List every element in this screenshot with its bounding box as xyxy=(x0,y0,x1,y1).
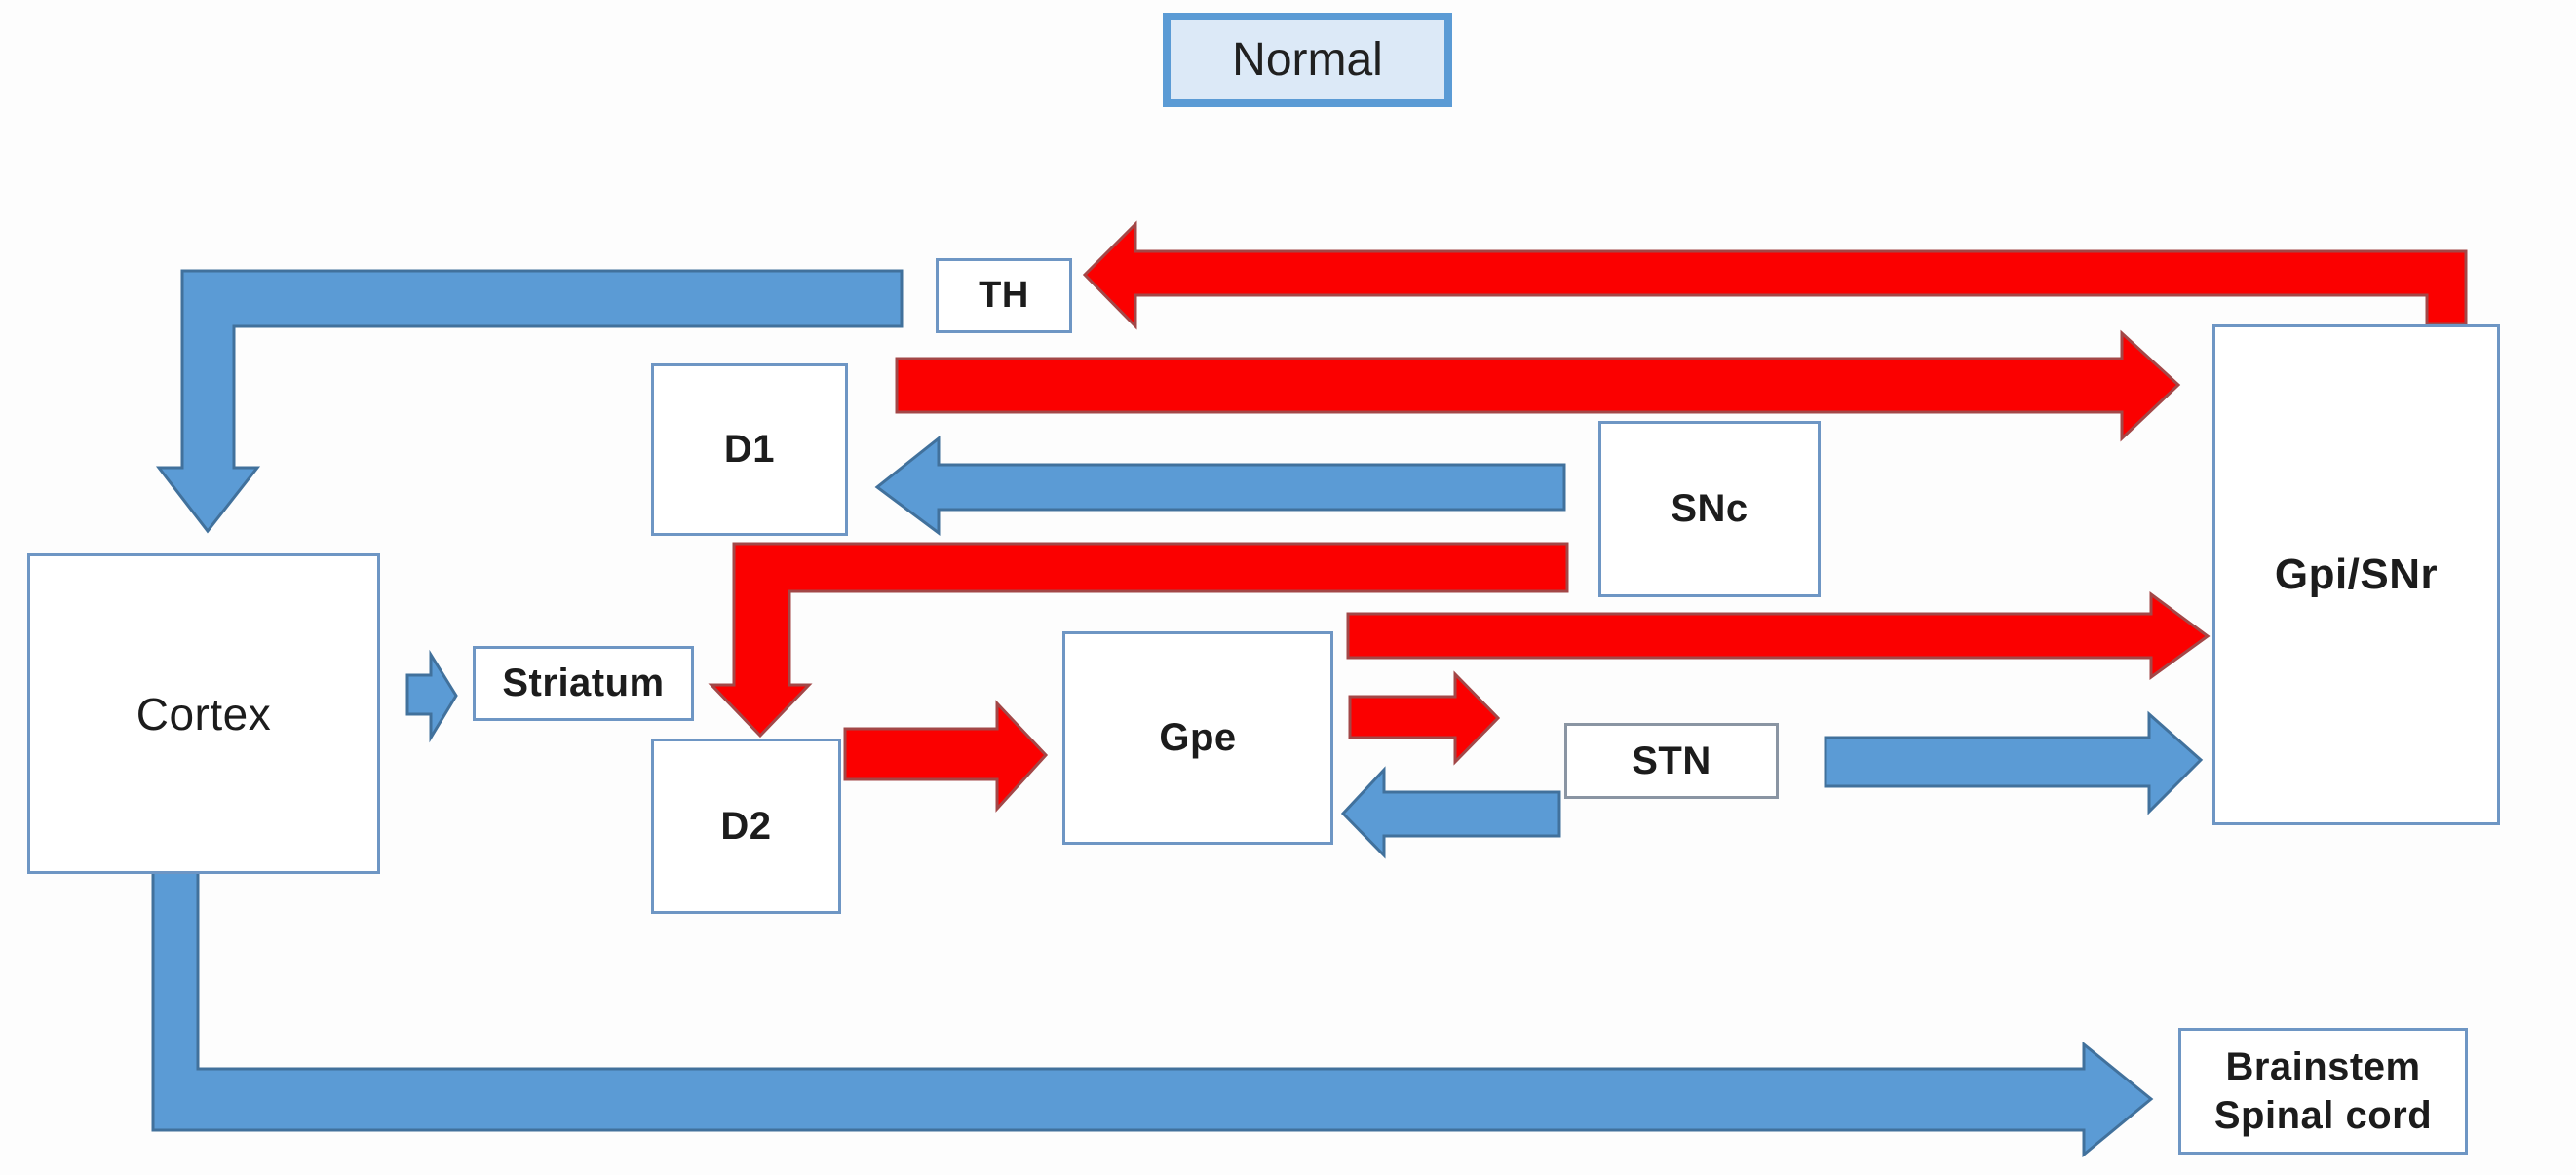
node-brainstem-spinal-cord: Brainstem Spinal cord xyxy=(2178,1028,2468,1155)
arrow-d2-to-gpe xyxy=(843,700,1049,813)
arrow-gpi-to-th xyxy=(1082,220,2468,330)
arrow-gpe-to-gpi xyxy=(1346,591,2211,680)
brainstem-line2: Spinal cord xyxy=(2213,1094,2433,1137)
arrow-stn-to-gpi xyxy=(1824,710,2204,815)
arrow-gpe-to-stn xyxy=(1348,670,1501,766)
node-gpe: Gpe xyxy=(1062,631,1333,845)
arrow-stn-to-gpe xyxy=(1340,766,1561,859)
node-th: TH xyxy=(936,258,1072,333)
arrow-snc-to-d2 xyxy=(708,542,1569,739)
arrow-d1-to-gpi xyxy=(895,329,2181,442)
node-cortex: Cortex xyxy=(27,553,380,874)
arrow-cortex-to-brainstem xyxy=(151,865,2154,1158)
node-d2: D2 xyxy=(651,739,841,914)
title-box-normal: Normal xyxy=(1163,13,1452,107)
node-stn: STN xyxy=(1564,723,1779,799)
arrow-cortex-to-striatum xyxy=(405,649,458,743)
node-snc: SNc xyxy=(1598,421,1821,597)
arrow-snc-to-d1 xyxy=(874,435,1566,536)
node-d1: D1 xyxy=(651,363,848,536)
node-gpi-snr: Gpi/SNr xyxy=(2212,324,2500,825)
brainstem-line1: Brainstem xyxy=(2225,1045,2421,1088)
node-striatum: Striatum xyxy=(473,646,694,721)
arrow-th-to-cortex xyxy=(155,269,904,534)
